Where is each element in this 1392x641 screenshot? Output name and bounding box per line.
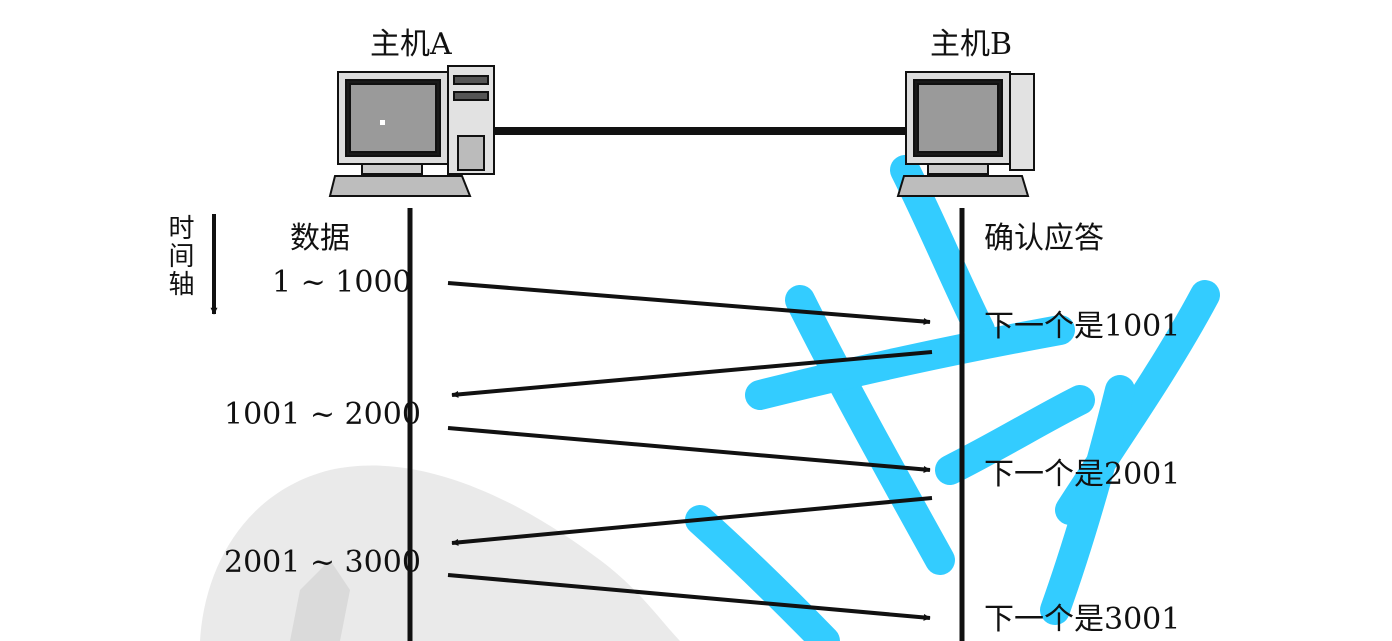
data-column-header: 数据 (290, 224, 350, 254)
ack-label: 下一个是2001 (984, 460, 1180, 490)
computer-b-icon (898, 72, 1034, 196)
computer-a-icon (330, 66, 494, 196)
ack-column-header: 确认应答 (984, 224, 1104, 254)
data-arrow-1 (448, 283, 930, 322)
data-segment-label: 2001 ~ 3000 (224, 548, 421, 578)
data-segment-label: 1001 ~ 2000 (224, 400, 421, 430)
time-axis-label: 时间轴 (160, 214, 194, 298)
host-a-label: 主机A (370, 30, 452, 60)
ack-label: 下一个是3001 (984, 605, 1180, 635)
host-b-label: 主机B (930, 30, 1012, 60)
blue-watermark (700, 170, 1205, 641)
ack-label: 下一个是1001 (984, 312, 1180, 342)
data-segment-label: 1 ~ 1000 (272, 268, 412, 298)
